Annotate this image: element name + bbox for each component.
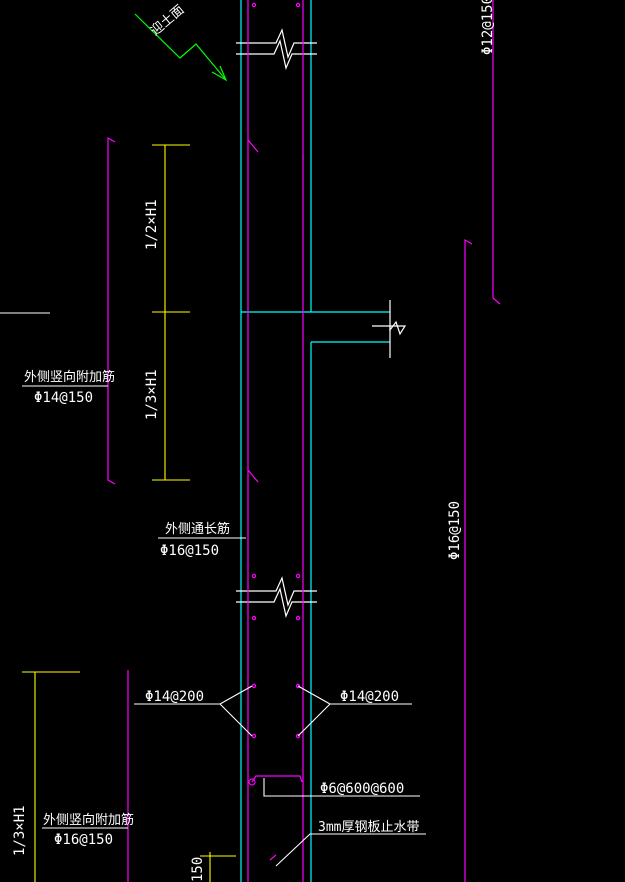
leaders [0, 312, 426, 867]
ext-vert-add-1-spec: Φ14@150 [34, 390, 93, 406]
rebars [107, 0, 501, 882]
top-right-spec: Φ12@150 [480, 0, 496, 55]
ext-long-title: 外侧通长筋 [165, 521, 230, 537]
dim-third-bottom: 1/3×H1 [12, 805, 28, 856]
left-horiz-spec: Φ14@200 [145, 689, 204, 705]
text-labels: 迎土面 Φ12@150 外侧竖向附加筋 Φ14@150 1/2×H1 1/3×H… [12, 0, 496, 882]
ext-vert-add-1-title: 外侧竖向附加筋 [24, 369, 115, 385]
dim-half-label: 1/2×H1 [144, 199, 160, 250]
soil-side-arrow [134, 13, 228, 82]
break-symbols [236, 28, 407, 618]
ext-long-spec: Φ16@150 [160, 543, 219, 559]
dim-third-label: 1/3×H1 [144, 369, 160, 420]
right-horiz-spec: Φ14@200 [340, 689, 399, 705]
ext-vert-add-2-spec: Φ16@150 [54, 832, 113, 848]
top-diag-label: 迎土面 [148, 2, 188, 39]
wall-outline [240, 0, 390, 882]
dim-150-label: 150 [190, 857, 206, 882]
waterstop-label: 3mm厚钢板止水带 [318, 820, 419, 835]
ext-vert-add-2-title: 外侧竖向附加筋 [43, 812, 134, 828]
right-vert-spec: Φ16@150 [447, 501, 463, 560]
dimensions [22, 144, 236, 882]
tie-spec: Φ6@600@600 [320, 781, 404, 797]
